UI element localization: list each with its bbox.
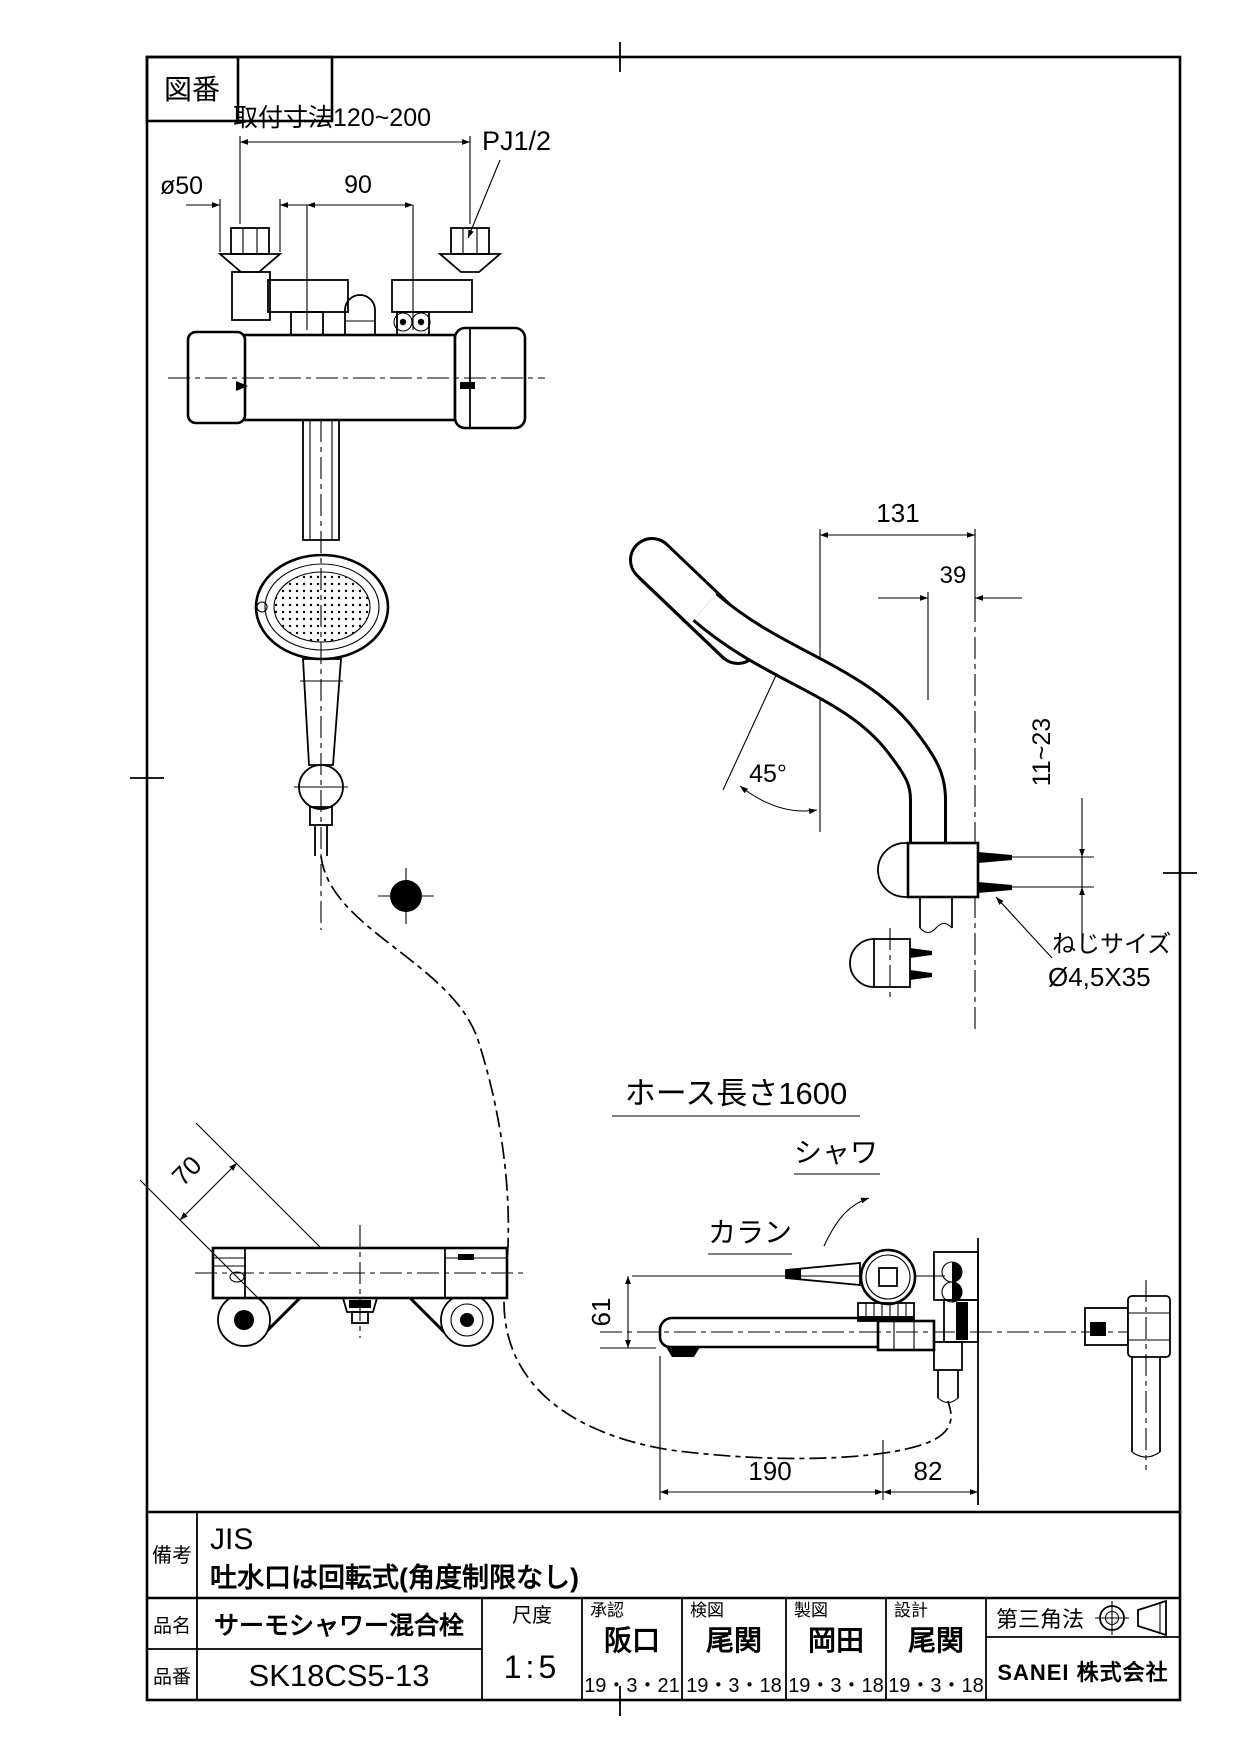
svg-text:11~23: 11~23	[1028, 718, 1056, 786]
svg-text:70: 70	[166, 1150, 208, 1192]
svg-text:尾関: 尾関	[706, 1625, 762, 1656]
svg-text:尾関: 尾関	[908, 1625, 964, 1656]
svg-text:19・3・21: 19・3・21	[584, 1675, 680, 1697]
wall-elbow	[849, 928, 932, 1002]
svg-text:190: 190	[748, 1456, 791, 1486]
approval-col-seizu: 製図 岡田 19・3・18	[788, 1601, 884, 1697]
dim-190: 190	[659, 1356, 884, 1500]
shower-position-label: シャワ	[794, 1137, 878, 1168]
remarks-line1: JIS	[210, 1523, 253, 1556]
svg-text:阪口: 阪口	[604, 1625, 660, 1656]
svg-text:ø50: ø50	[160, 172, 203, 200]
side-view-spout: 61 190 82	[586, 1238, 1171, 1505]
screw-size-note: ねじサイズ Ø4,5X35	[995, 896, 1171, 992]
body-section	[933, 1251, 979, 1404]
drawing-number-box: 図番	[145, 55, 334, 123]
drawing-number-label: 図番	[164, 74, 220, 105]
shower-head-front	[254, 553, 390, 661]
third-angle-symbol-icon	[1095, 1599, 1167, 1637]
lever-rotation-arrow	[823, 1197, 870, 1247]
dim-61: 61	[586, 1276, 656, 1349]
title-block: 備考 JIS 吐水口は回転式(角度制限なし) 品名 サーモシャワー混合栓 品番 …	[147, 1510, 1180, 1700]
diverter-dial	[859, 1248, 917, 1306]
svg-text:131: 131	[876, 498, 919, 528]
svg-text:90: 90	[344, 171, 372, 199]
product-name-label: 品名	[153, 1615, 191, 1637]
scale-value: 1:5	[504, 1649, 560, 1685]
side-view-shower: 131 39 45°	[629, 498, 1171, 1030]
svg-text:39: 39	[940, 562, 967, 589]
dim-90: 90	[306, 171, 414, 330]
product-name-value: サーモシャワー混合栓	[214, 1611, 464, 1640]
svg-text:設計: 設計	[894, 1601, 928, 1620]
svg-text:61: 61	[586, 1298, 616, 1327]
lever-handle	[785, 1262, 861, 1286]
label-pj12: PJ1/2	[467, 126, 551, 239]
in-wall-elbow	[1084, 1280, 1171, 1470]
dim-mount-pitch: 取付寸法120~200	[233, 104, 471, 224]
svg-text:19・3・18: 19・3・18	[788, 1675, 884, 1697]
svg-text:Ø4,5X35: Ø4,5X35	[1048, 962, 1151, 992]
front-view: 取付寸法120~200 ø50 90 PJ1/2	[160, 104, 551, 930]
karan-position-label: カラン	[708, 1217, 792, 1248]
dim-45deg: 45°	[722, 644, 821, 832]
holder-bracket	[877, 841, 1094, 934]
approval-col-sekkei: 設計 尾関 19・3・18	[888, 1601, 984, 1697]
wall-hook-dot	[378, 868, 434, 924]
pipe-break-line	[919, 922, 953, 934]
dim-39: 39	[878, 562, 1022, 700]
svg-text:45°: 45°	[749, 760, 787, 788]
aerator	[666, 1347, 700, 1357]
scale-label: 尺度	[512, 1604, 552, 1627]
svg-text:19・3・18: 19・3・18	[686, 1675, 782, 1697]
company-name: SANEI 株式会社	[997, 1660, 1168, 1685]
wall-union-left	[217, 227, 349, 336]
svg-text:取付寸法120~200: 取付寸法120~200	[233, 104, 431, 132]
svg-text:承認: 承認	[590, 1601, 624, 1620]
shower-hose-curve	[320, 855, 952, 1460]
hose-length-label: ホース長さ1600	[625, 1076, 847, 1111]
diverter-knob	[344, 294, 376, 335]
dim-phi50: ø50	[160, 172, 314, 252]
wall-union-right	[391, 227, 503, 336]
product-number-value: SK18CS5-13	[249, 1658, 430, 1693]
svg-text:岡田: 岡田	[808, 1625, 864, 1656]
svg-text:PJ1/2: PJ1/2	[482, 126, 551, 156]
remarks-line2: 吐水口は回転式(角度制限なし)	[210, 1562, 579, 1593]
frame-border	[130, 42, 1197, 1716]
svg-text:19・3・18: 19・3・18	[888, 1675, 984, 1697]
svg-text:製図: 製図	[794, 1601, 828, 1620]
product-number-label: 品番	[153, 1666, 191, 1688]
dim-82: 82	[883, 1456, 979, 1500]
holder-screw-top	[978, 852, 1012, 863]
approval-col-shonin: 承認 阪口 19・3・21	[584, 1601, 680, 1697]
svg-text:ねじサイズ: ねじサイズ	[1052, 931, 1171, 958]
dim-11-23: 11~23	[1028, 718, 1085, 946]
shower-handle-tube	[692, 592, 947, 846]
projection-label: 第三角法	[996, 1607, 1084, 1632]
svg-text:検図: 検図	[690, 1601, 724, 1620]
check-valve-caps	[393, 312, 431, 332]
bottom-view: 70	[139, 1122, 525, 1347]
mixer-body	[168, 326, 545, 430]
annotations: ホース長さ1600 シャワ カラン	[612, 1076, 880, 1255]
holder-screw-bottom	[978, 882, 1012, 893]
approval-col-kenzu: 検図 尾関 19・3・18	[686, 1601, 782, 1697]
remarks-label: 備考	[152, 1544, 192, 1567]
spout-tube	[658, 1316, 936, 1357]
svg-text:82: 82	[914, 1456, 943, 1486]
